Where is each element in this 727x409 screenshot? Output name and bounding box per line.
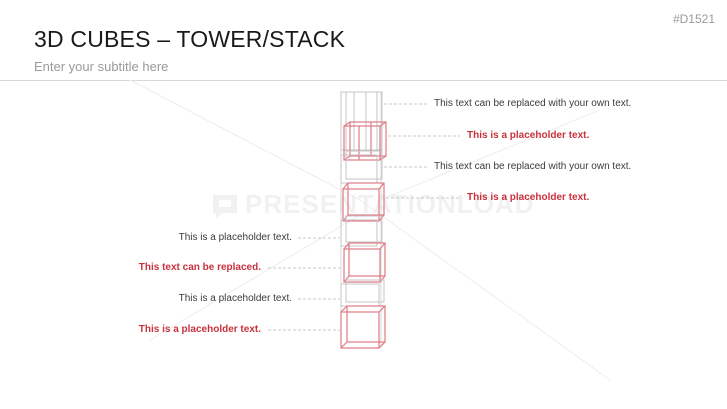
- slide-title: 3D CUBES – TOWER/STACK: [34, 26, 346, 52]
- cube-2: [343, 121, 387, 161]
- cube-8: [340, 305, 386, 349]
- slide-id: #D1521: [672, 12, 715, 26]
- label-left-4[interactable]: This is a placeholder text.: [138, 324, 261, 335]
- slide-subtitle[interactable]: Enter your subtitle here: [34, 59, 169, 74]
- header-divider: [0, 80, 727, 81]
- label-left-3[interactable]: This is a placeholder text.: [178, 293, 292, 304]
- connectors-right: [384, 103, 460, 199]
- watermark-logo-icon: [213, 195, 237, 219]
- label-right-3[interactable]: This text can be replaced with your own …: [434, 161, 632, 172]
- cube-6: [343, 242, 386, 283]
- connectors-left: [268, 237, 342, 331]
- label-left-2[interactable]: This text can be replaced.: [138, 262, 261, 273]
- label-right-2[interactable]: This is a placeholder text.: [467, 130, 590, 141]
- cube-7: [340, 279, 385, 307]
- label-right-4[interactable]: This is a placeholder text.: [467, 192, 590, 203]
- cube-1: [340, 91, 383, 151]
- cube-5: [340, 215, 383, 247]
- label-left-1[interactable]: This is a placeholder text.: [178, 232, 292, 243]
- background-lines: [129, 79, 611, 381]
- label-right-1[interactable]: This text can be replaced with your own …: [434, 98, 632, 109]
- watermark-text: PRESENTATIONLOAD: [245, 189, 535, 219]
